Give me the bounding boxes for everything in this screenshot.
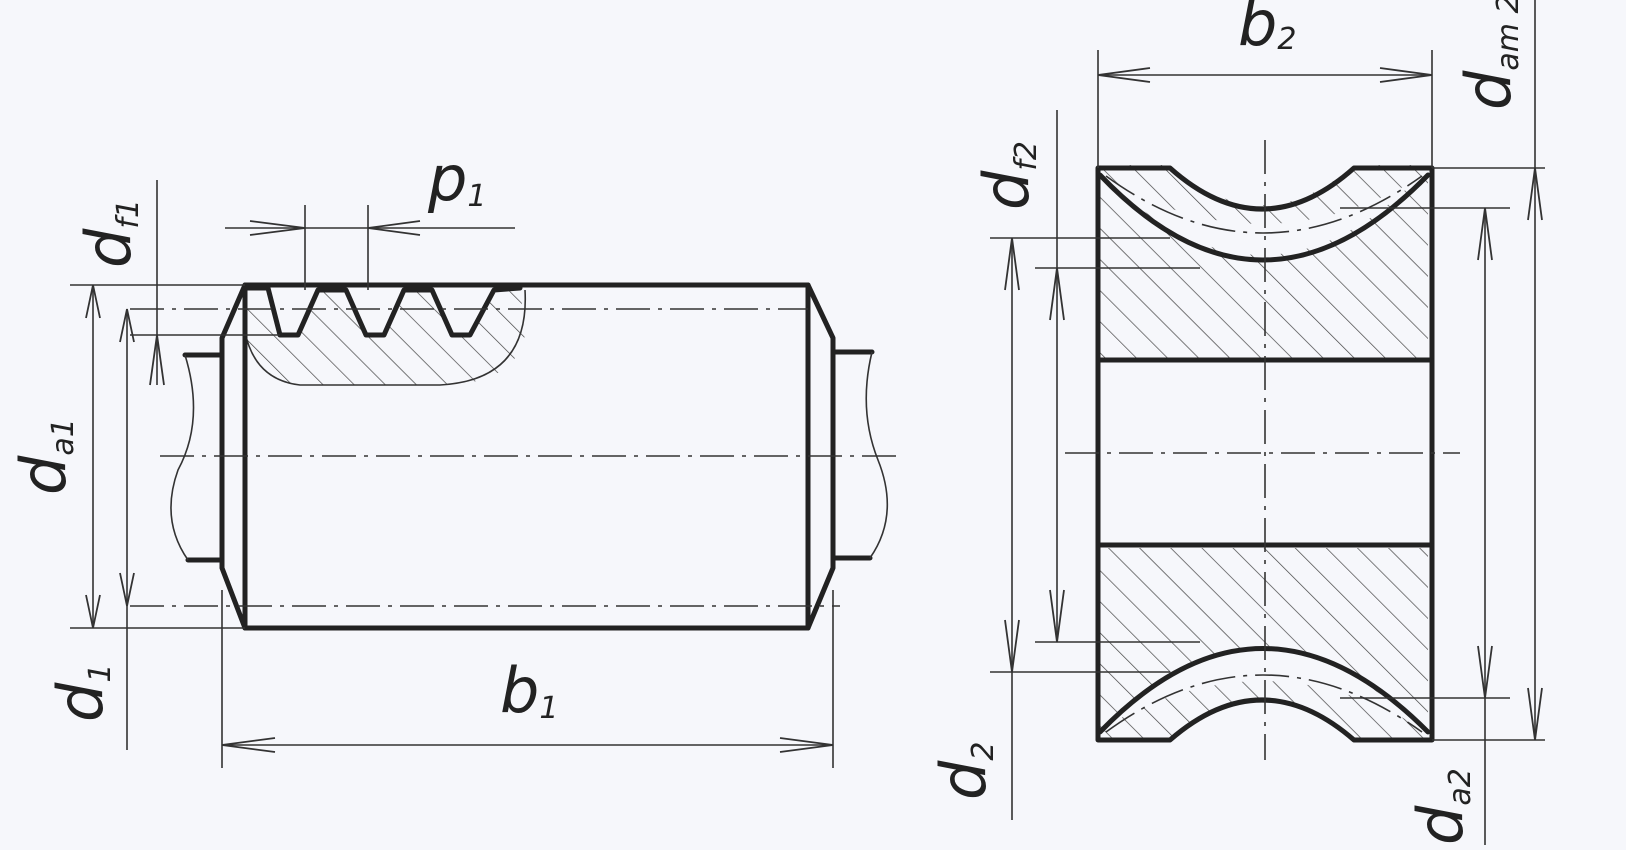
wheel-pitch-arc-bottom: [1105, 674, 1423, 733]
worm-thread-profile: [242, 285, 523, 338]
label-df2-group: df2: [970, 141, 1044, 210]
worm-wheel-view: b2 df2 d2 da2 dam 2: [927, 0, 1545, 845]
dim-df1-arrow: [149, 334, 165, 386]
worm-shaft-left-edges: [182, 352, 225, 563]
label-da2-group: da2: [1404, 768, 1478, 845]
dim-dam2-arrows: [1527, 167, 1543, 741]
worm-shaft-right-edges: [830, 349, 875, 561]
wheel-pitch-arc-top: [1105, 175, 1423, 234]
dim-df2-arrows: [1049, 267, 1065, 643]
label-da2: da2: [1404, 768, 1478, 845]
dim-d1-arrows: [119, 308, 135, 607]
label-df1: df1: [72, 199, 146, 268]
label-dam2-group: dam 2: [1452, 0, 1526, 110]
label-b1: b1: [500, 654, 558, 727]
label-df2: df2: [970, 141, 1044, 210]
dim-da2-arrows: [1477, 207, 1493, 699]
wheel-outline: [1095, 165, 1435, 743]
dim-d2-arrows: [1004, 237, 1020, 673]
label-df1-group: df1: [72, 199, 146, 268]
label-d2-group: d2: [927, 742, 1001, 800]
label-da1: da1: [7, 418, 81, 495]
wheel-root-arc-bottom: [1097, 646, 1431, 735]
wheel-bottom-hatch: [1100, 548, 1428, 740]
dim-b1-arrows: [221, 737, 834, 753]
label-p1: p1: [427, 142, 486, 215]
dim-b2-arrows: [1097, 67, 1433, 83]
wheel-root-arc-top: [1097, 172, 1431, 263]
worm-shaft-left-break: [170, 354, 195, 561]
label-dam2: dam 2: [1452, 0, 1526, 110]
label-d2: d2: [927, 742, 1001, 800]
dim-p1-arrows: [249, 220, 421, 236]
dim-da1-arrows: [85, 284, 101, 629]
label-d1-group: d1: [44, 664, 118, 722]
label-b2: b2: [1238, 0, 1296, 60]
label-da1-group: da1: [7, 418, 81, 495]
label-d1: d1: [44, 664, 118, 722]
worm-view: p1 df1 da1 d1 b1: [7, 142, 898, 768]
wheel-top-hatch: [1100, 165, 1428, 358]
worm-section-boundary: [244, 289, 527, 386]
worm-shaft-right-break: [865, 351, 889, 559]
